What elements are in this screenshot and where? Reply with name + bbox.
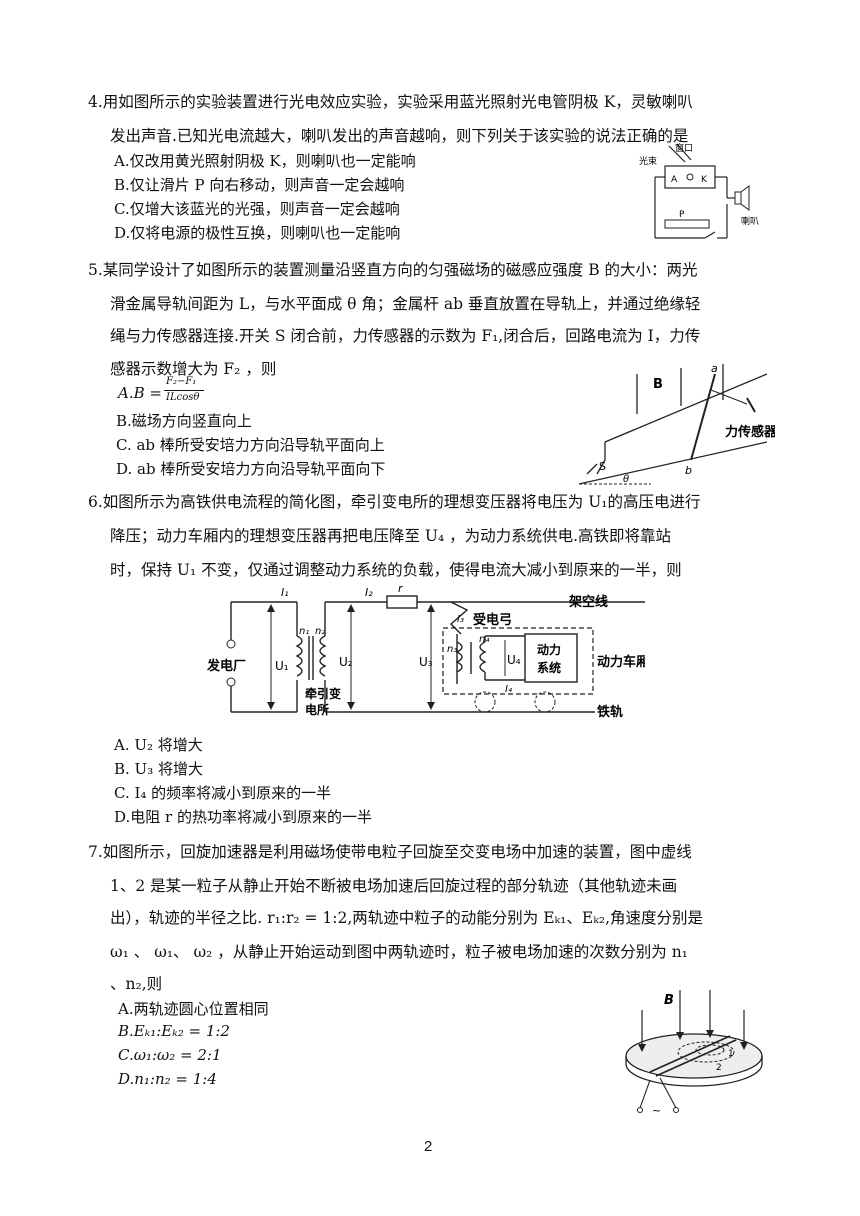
q4-photoelectric-figure: 窗口 光束 A K 喇叭 P [639, 142, 759, 239]
q7-stem-line-4: ω₁ 、 ω₁、 ω₂ ，从静止开始运动到图中两轨迹时，粒子被电场加速的次数分别… [110, 943, 688, 961]
page-number: 2 [424, 1138, 433, 1155]
q4-option-c: C.仅增大该蓝光的光强，则声音一定会越响 [114, 200, 400, 218]
q5-label-b: b [685, 464, 692, 477]
q5-option-b: B.磁场方向竖直向上 [116, 412, 252, 430]
q6-option-c: C. I₄ 的频率将减小到原来的一半 [114, 784, 332, 802]
q7-label-ac: ~ [652, 1104, 661, 1116]
q6-stem-line-2: 降压；动力车厢内的理想变压器再把电压降至 U₄ ，为动力系统供电.高铁即将靠站 [110, 527, 672, 545]
q5-option-d: D. ab 棒所受安培力方向沿导轨平面向下 [116, 460, 386, 478]
q4-stem-line-2: 发出声音.已知光电流越大，喇叭发出的声音越响，则下列关于该实验的说法正确的是 [110, 127, 689, 145]
q6-option-d: D.电阻 r 的热功率将减小到原来的一半 [114, 808, 372, 826]
q7-option-b: B.Eₖ₁:Eₖ₂ = 1:2 [118, 1022, 230, 1040]
q6-label-u3: U₃ [419, 655, 433, 669]
q7-stem-line-1: 7.如图所示，回旋加速器是利用磁场使带电粒子回旋至交变电场中加速的装置，图中虚线 [88, 843, 692, 861]
q6-label-car: 动力车厢 [597, 654, 645, 670]
q7-label-b-field: B [664, 993, 674, 1008]
q6-label-u4: U₄ [507, 653, 521, 667]
q6-label-n4: n₄ [479, 634, 489, 645]
q4-option-d: D.仅将电源的极性互换，则喇叭也一定能响 [114, 224, 401, 242]
q6-label-i1: I₁ [281, 586, 289, 599]
q6-label-system-1: 动力 [537, 642, 561, 657]
q4-label-speaker: 喇叭 [741, 215, 759, 227]
q7-stem-line-2: 1、2 是某一粒子从静止开始不断被电场加速后回旋过程的部分轨迹（其他轨迹未画 [110, 877, 678, 895]
q5-option-a-numerator: F₂−F₁ [166, 376, 197, 387]
q4-label-a: A [671, 175, 678, 185]
q7-option-d: D.n₁:n₂ = 1:4 [118, 1070, 217, 1088]
q7-option-a: A.两轨迹圆心位置相同 [118, 1000, 269, 1018]
q5-rail-figure: S B a b 力传感器 θ [578, 362, 775, 485]
q6-label-n3: n₃ [447, 644, 457, 655]
q6-label-i4: I₄ [505, 684, 512, 695]
q7-stem-line-3: 出），轨迹的半径之比. r₁:r₂ = 1:2,两轨迹中粒子的动能分别为 Eₖ₁… [110, 909, 704, 927]
q7-cyclotron-figure: B 1 2 ~ [625, 990, 763, 1116]
q5-option-a-lhs: A.B = [118, 384, 162, 402]
q4-option-b: B.仅让滑片 P 向右移动，则声音一定会越响 [114, 176, 405, 194]
q5-label-theta: θ [623, 474, 629, 485]
q6-label-n2: n₂ [315, 626, 325, 637]
q4-label-p: P [679, 210, 685, 220]
q6-label-substation-1: 牵引变 [305, 686, 341, 701]
q7-label-track-2: 2 [716, 1063, 722, 1073]
q4-label-beam: 光束 [639, 155, 657, 167]
q6-label-i3: I₃ [457, 614, 464, 625]
q5-stem-line-1: 5.某同学设计了如图所示的装置测量沿竖直方向的匀强磁场的磁感应强度 B 的大小：… [88, 261, 698, 279]
q6-railway-power-diagram: 发电厂 U₁ I₁ n₁ n₂ 牵引变 电所 U₂ I₂ [206, 584, 645, 720]
q6-option-b: B. U₃ 将增大 [114, 760, 203, 778]
q6-label-n1: n₁ [299, 626, 309, 637]
q6-label-substation-2: 电所 [305, 702, 329, 717]
q6-label-u1: U₁ [275, 659, 289, 673]
q6-label-system-2: 系统 [537, 660, 561, 675]
q4-stem-line-1: 4.用如图所示的实验装置进行光电效应实验，实验采用蓝光照射光电管阴极 K，灵敏喇… [88, 93, 693, 111]
q5-label-a: a [711, 362, 718, 375]
q4-label-window: 窗口 [675, 142, 693, 154]
q5-option-c: C. ab 棒所受安培力方向沿导轨平面向上 [116, 436, 385, 454]
q6-label-r: r [398, 584, 404, 595]
q5-label-b-field: B [653, 377, 663, 392]
q7-label-track-1: 1 [728, 1049, 734, 1059]
q7-option-c: C.ω₁:ω₂ = 2:1 [118, 1046, 222, 1064]
q5-label-sensor: 力传感器 [725, 424, 775, 440]
q6-label-u2: U₂ [339, 655, 353, 669]
q5-stem-line-4: 感器示数增大为 F₂ ，则 [110, 360, 277, 378]
q6-label-rail: 铁轨 [596, 704, 623, 720]
q5-stem-line-2: 滑金属导轨间距为 L，与水平面成 θ 角；金属杆 ab 垂直放置在导轨上，并通过… [110, 295, 701, 313]
q7-stem-line-5: 、n₂,则 [110, 975, 163, 993]
q5-stem-line-3: 绳与力传感器连接.开关 S 闭合前，力传感器的示数为 F₁,闭合后，回路电流为 … [110, 327, 701, 345]
q6-stem-line-1: 6.如图所示为高铁供电流程的简化图，牵引变电所的理想变压器将电压为 U₁的高压电… [88, 493, 701, 511]
q6-stem-line-3: 时，保持 U₁ 不变，仅通过调整动力系统的负载，使得电流大减小到原来的一半，则 [110, 561, 682, 579]
q5-option-a-denominator: ILcosθ [166, 392, 200, 403]
q5-label-s: S [599, 460, 606, 473]
q4-label-k: K [701, 175, 708, 185]
q4-option-a: A.仅改用黄光照射阴极 K，则喇叭也一定能响 [114, 152, 416, 170]
q6-label-overhead: 架空线 [568, 594, 608, 610]
q6-label-i2: I₂ [365, 586, 373, 599]
q6-option-a: A. U₂ 将增大 [114, 736, 203, 754]
q6-label-pantograph: 受电弓 [473, 612, 512, 628]
q6-label-plant: 发电厂 [206, 658, 246, 674]
